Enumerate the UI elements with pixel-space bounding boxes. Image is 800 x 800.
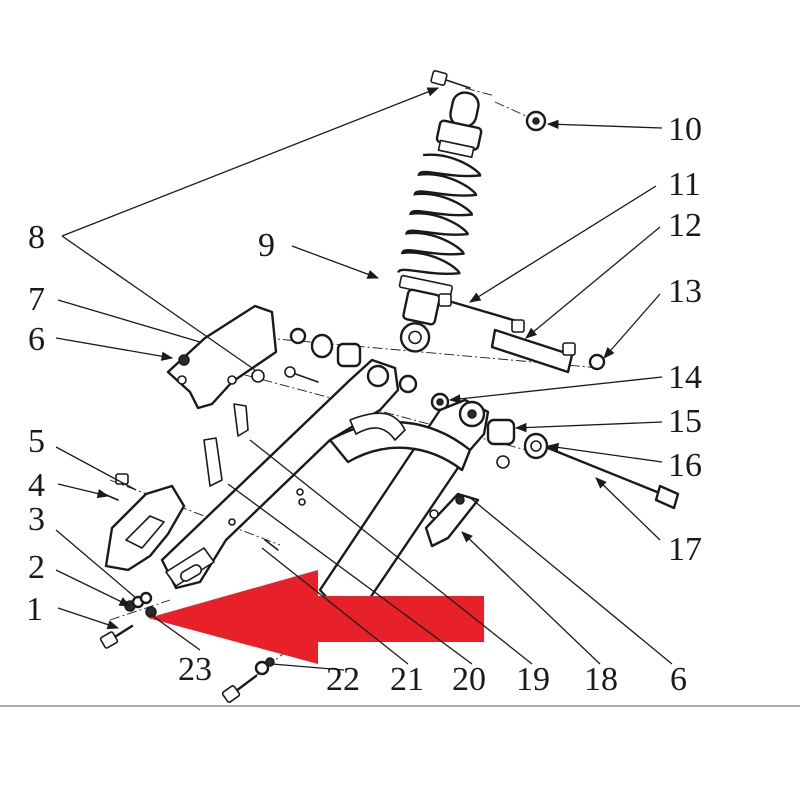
swingarm — [160, 358, 490, 614]
callout-22: 22 — [326, 661, 360, 698]
parts-drawing — [99, 70, 680, 703]
callout-labels: 1 2 3 4 5 6 7 8 9 10 11 12 13 14 15 16 1… — [26, 111, 702, 698]
swingarm-tabs — [203, 403, 480, 551]
callout-21: 21 — [390, 661, 424, 698]
chain-guard-bracket — [166, 304, 319, 410]
callout-6: 6 — [28, 321, 45, 358]
highlight-arrow — [148, 570, 484, 664]
callout-11: 11 — [668, 166, 701, 203]
callout-7: 7 — [28, 281, 45, 318]
callout-9: 9 — [258, 227, 275, 264]
axle-hardware — [99, 591, 275, 703]
link-nut — [588, 353, 606, 371]
shock-upper-bolt — [430, 70, 471, 89]
callout-2: 2 — [28, 549, 45, 586]
callout-17: 17 — [668, 531, 702, 568]
callout-19: 19 — [516, 661, 550, 698]
callout-20: 20 — [452, 661, 486, 698]
shock-upper-nut — [525, 110, 547, 132]
callout-3: 3 — [28, 501, 45, 538]
link-sleeve — [490, 319, 576, 374]
callout-4: 4 — [28, 467, 45, 504]
shock-absorber — [397, 91, 483, 353]
callout-12: 12 — [668, 207, 702, 244]
link-bolt — [438, 293, 522, 324]
callout-15: 15 — [668, 403, 702, 440]
swingarm-pivot-bolt — [496, 446, 680, 510]
leader-lines — [55, 87, 673, 671]
callout-18: 18 — [584, 661, 618, 698]
callout-5: 5 — [28, 423, 45, 460]
callout-13: 13 — [668, 273, 702, 310]
callout-8: 8 — [28, 219, 45, 256]
callout-16: 16 — [668, 447, 702, 484]
callout-10: 10 — [668, 111, 702, 148]
callout-23: 23 — [178, 651, 212, 688]
callout-6-lower: 6 — [670, 661, 687, 698]
callout-14: 14 — [668, 359, 702, 396]
callout-1: 1 — [26, 591, 43, 628]
